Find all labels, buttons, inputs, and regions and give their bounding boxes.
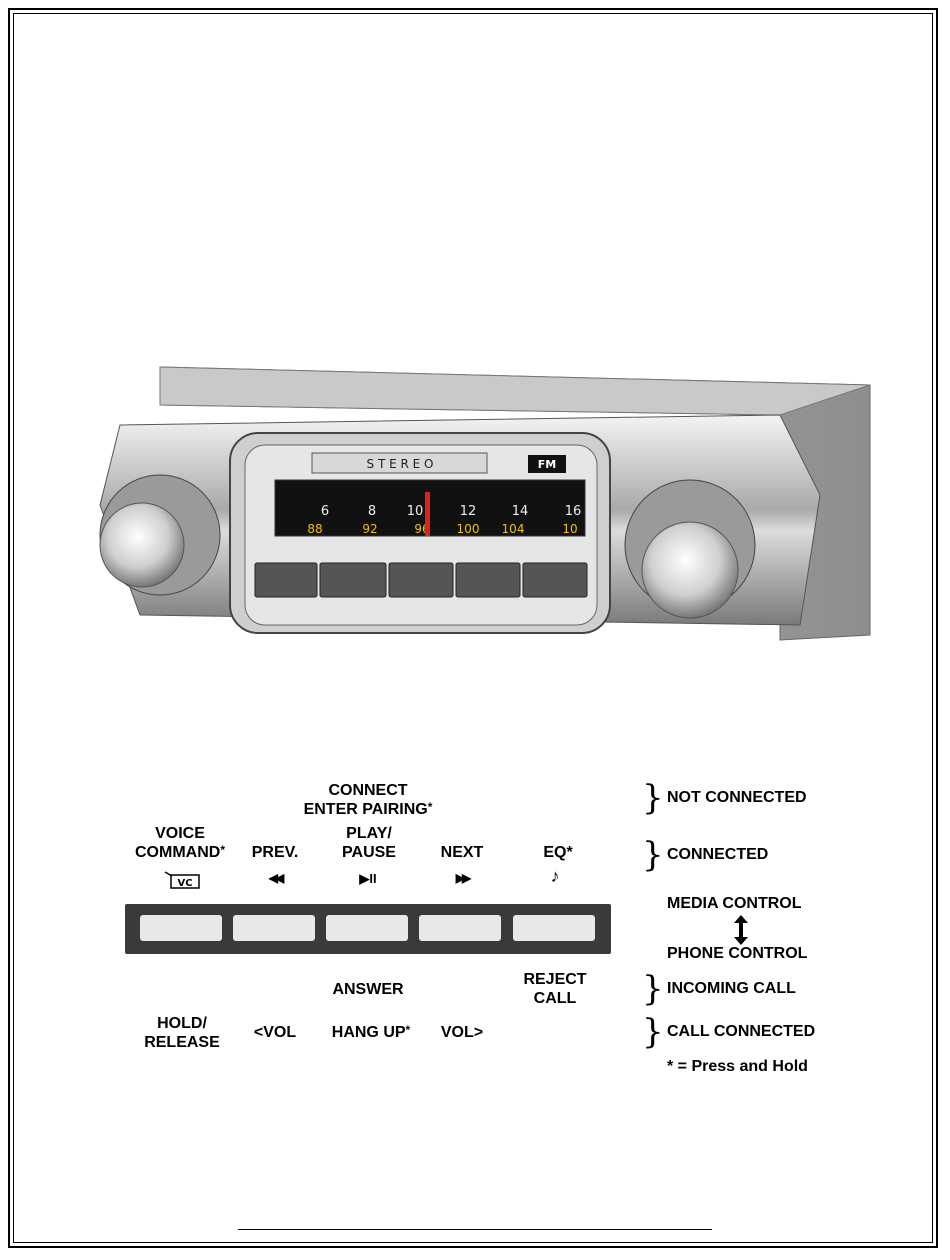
brace-not-connected: } <box>642 781 664 815</box>
vc-icon: VC <box>163 870 203 895</box>
dial-mark-4: 12 <box>460 504 477 519</box>
button-bar <box>125 904 611 954</box>
fm-mark-5: 104 <box>502 522 525 536</box>
radio-illustration: S T E R E O FM 6 8 10 12 14 16 88 92 96 … <box>80 355 880 655</box>
hold-release-label: HOLD/ RELEASE <box>130 1014 234 1052</box>
legend-media-control: MEDIA CONTROL <box>667 895 802 913</box>
dial-needle <box>425 492 430 536</box>
preset-button-1[interactable] <box>140 915 222 941</box>
dial-mark-2: 8 <box>368 504 376 519</box>
legend-phone-control: PHONE CONTROL <box>667 945 807 963</box>
reject-call-label: REJECT CALL <box>505 970 605 1008</box>
svg-text:VC: VC <box>177 878 192 889</box>
fm-mark-2: 92 <box>362 522 377 536</box>
preset-button-4[interactable] <box>419 915 501 941</box>
radio-image: S T E R E O FM 6 8 10 12 14 16 88 92 96 … <box>80 355 880 655</box>
brace-connected: } <box>642 838 664 872</box>
fm-badge: FM <box>538 458 556 471</box>
dial-mark-6: 16 <box>565 504 582 519</box>
fast-forward-icon: ▶▶ <box>442 871 482 885</box>
hang-up-label: HANG UP* <box>316 1023 426 1042</box>
rewind-icon: ◀◀ <box>255 871 295 885</box>
legend-call-connected: CALL CONNECTED <box>667 1023 815 1041</box>
connect-label: CONNECT ENTER PAIRING* <box>288 781 448 819</box>
preset-button-5[interactable] <box>513 915 595 941</box>
legend-incoming-call: INCOMING CALL <box>667 980 796 998</box>
vol-up-label: VOL> <box>422 1023 502 1042</box>
brace-call-connected: } <box>642 1015 664 1049</box>
music-note-icon: ♪ <box>535 866 575 887</box>
brace-incoming-call: } <box>642 972 664 1006</box>
dial-mark-1: 6 <box>321 504 329 519</box>
answer-label: ANSWER <box>318 980 418 999</box>
preset-button-3[interactable] <box>326 915 408 941</box>
vol-down-label: <VOL <box>235 1023 315 1042</box>
eq-label: EQ* <box>518 843 598 862</box>
next-label: NEXT <box>422 843 502 862</box>
fm-mark-6: 10 <box>562 522 577 536</box>
preset-button-2[interactable] <box>233 915 315 941</box>
play-pause-label: PLAY/ PAUSE <box>322 824 416 862</box>
play-pause-icon: ▶II <box>348 871 388 887</box>
fm-mark-1: 88 <box>307 522 322 536</box>
legend-connected: CONNECTED <box>667 846 768 864</box>
legend-not-connected: NOT CONNECTED <box>667 789 807 807</box>
footer-rule <box>238 1229 712 1230</box>
dial-mark-3: 10 <box>407 504 424 519</box>
fm-mark-4: 100 <box>457 522 480 536</box>
dial-mark-5: 14 <box>512 504 529 519</box>
voice-command-label: VOICE COMMAND* <box>120 824 240 862</box>
stereo-label: S T E R E O <box>367 457 434 471</box>
press-and-hold-note: * = Press and Hold <box>667 1058 808 1076</box>
prev-label: PREV. <box>235 843 315 862</box>
